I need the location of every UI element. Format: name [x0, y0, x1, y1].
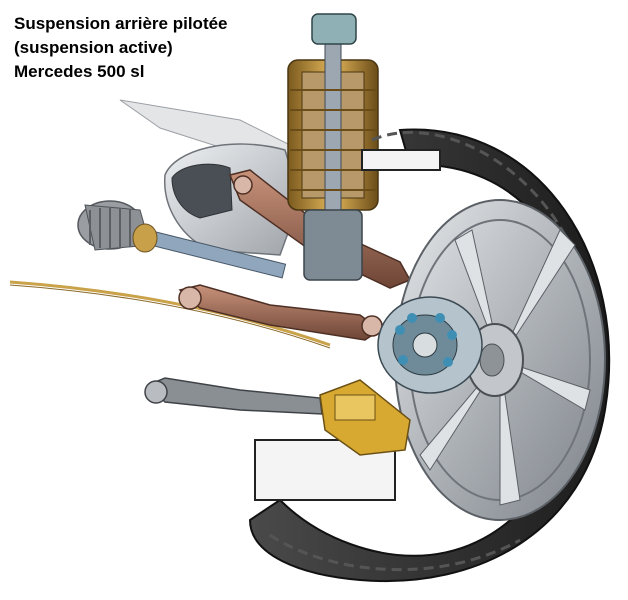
brake-cable: [9, 280, 331, 349]
wheel-hub: [377, 296, 483, 394]
wheel-rim: [394, 199, 606, 521]
strut-assembly: [287, 13, 379, 281]
drive-shaft: [77, 200, 287, 279]
trailing-link: [144, 377, 323, 415]
caption-subtitle: (suspension active): [14, 38, 173, 57]
caption-title: Suspension arrière pilotée: [14, 14, 228, 33]
brake-caliper: [319, 379, 411, 456]
caption-model: Mercedes 500 sl: [14, 62, 145, 81]
caption-block: Suspension arrière pilotée (suspension a…: [14, 12, 228, 84]
